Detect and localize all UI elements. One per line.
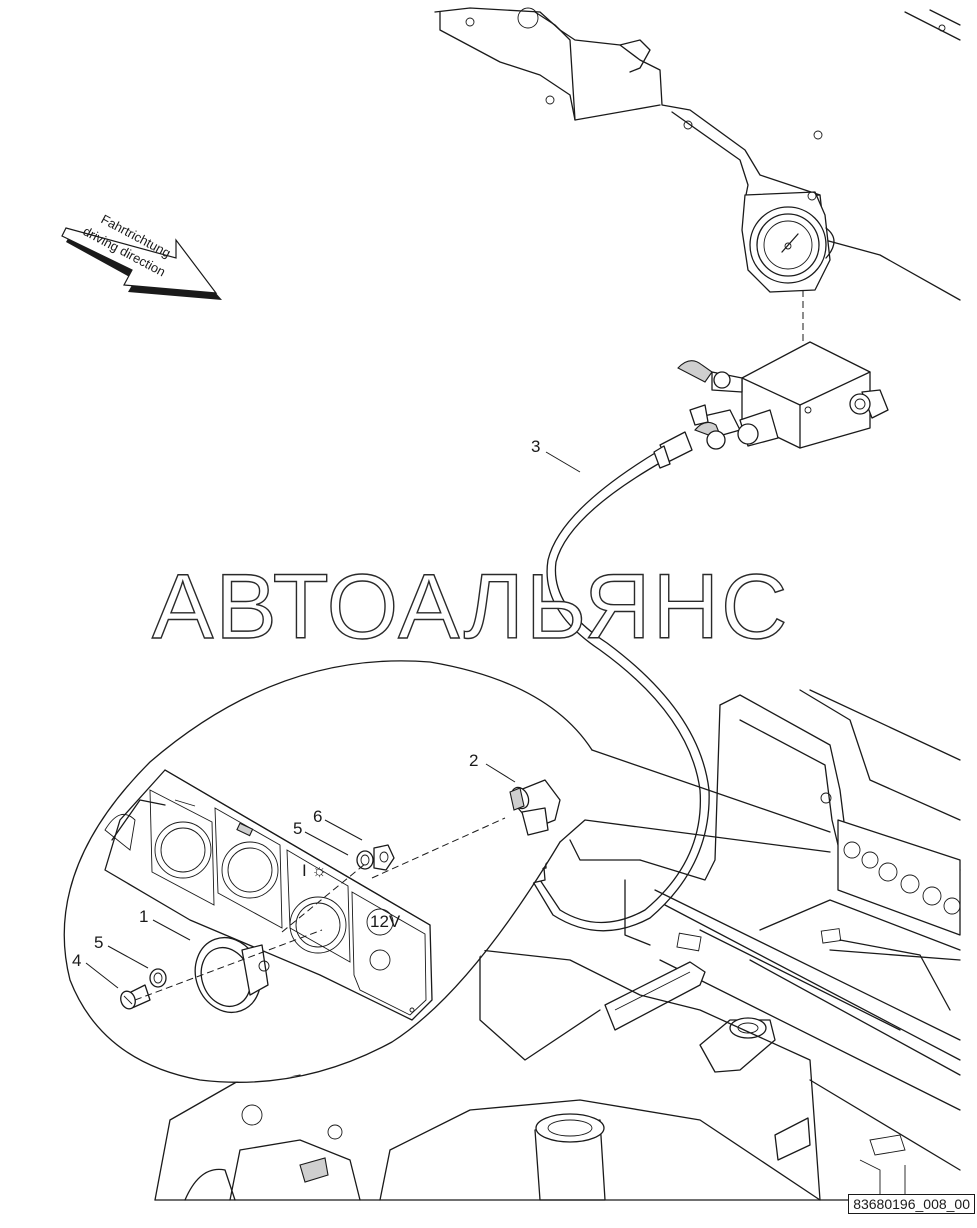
callout-3: 3	[531, 437, 540, 456]
detail-magnifier: I ☼ 12V	[63, 659, 831, 1083]
watermark-text: АВТОАЛЬЯНС	[152, 556, 790, 658]
upper-frame	[434, 7, 961, 301]
callout-5-lower: 5	[94, 933, 103, 952]
pressure-gauge	[741, 191, 835, 293]
callout-4: 4	[72, 951, 81, 970]
elbow-fitting-2	[509, 779, 561, 836]
drawing-reference-number: 83680196_008_00	[848, 1194, 975, 1214]
callout-5-upper: 5	[293, 819, 302, 838]
valve-block	[677, 341, 889, 450]
callout-1: 1	[139, 907, 148, 926]
driving-direction-arrow: Fahrtrichtung driving direction	[61, 211, 222, 300]
socket-12v-label: 12V	[370, 912, 401, 931]
callout-2: 2	[469, 751, 478, 770]
callout-6: 6	[313, 807, 322, 826]
panel-symbol: I ☼	[302, 861, 327, 880]
leader-lines	[85, 451, 581, 989]
callout-labels: 3 2 6 5 1 5 4	[72, 437, 540, 970]
